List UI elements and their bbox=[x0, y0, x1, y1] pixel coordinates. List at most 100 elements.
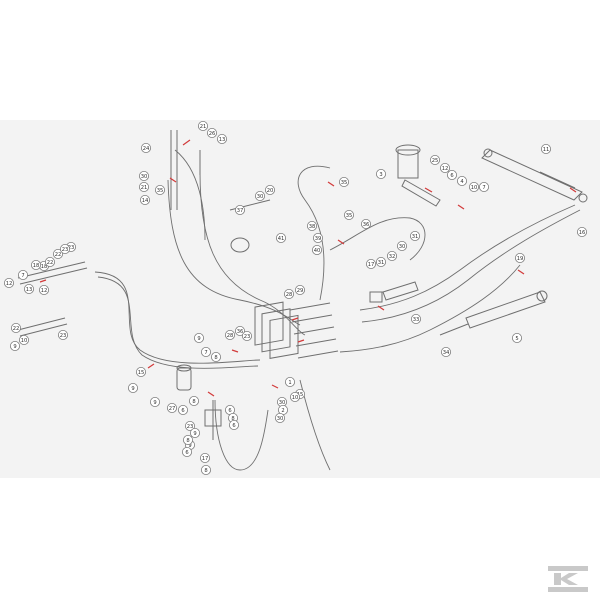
callout-number: 8 bbox=[231, 416, 234, 422]
callout-circle bbox=[410, 313, 421, 324]
callout-c10: 10 bbox=[468, 181, 479, 192]
callout-c25a: 25 bbox=[429, 154, 440, 165]
callout-number: 28 bbox=[286, 292, 293, 298]
callout-number: 7 bbox=[21, 273, 24, 279]
callout-circle bbox=[30, 259, 41, 270]
callout-circle bbox=[515, 252, 526, 263]
fitting-row-lower-left bbox=[17, 317, 68, 337]
tee-fitting bbox=[204, 400, 222, 440]
callout-number: 9 bbox=[197, 336, 200, 342]
callout-number: 23 bbox=[68, 245, 75, 251]
callout-c32: 32 bbox=[386, 250, 397, 261]
callout-c40: 40 bbox=[311, 244, 322, 255]
callout-c21b: 21 bbox=[138, 181, 149, 192]
callout-circle bbox=[17, 269, 28, 280]
callout-circle bbox=[154, 184, 165, 195]
callout-number: 35 bbox=[346, 213, 353, 219]
callout-number: 16 bbox=[579, 230, 586, 236]
callout-circle bbox=[338, 176, 349, 187]
callout-circle bbox=[294, 284, 305, 295]
callout-c20: 20 bbox=[264, 184, 275, 195]
callout-c30a: 30 bbox=[138, 170, 149, 181]
component-shapes bbox=[17, 130, 588, 440]
callout-number: 5 bbox=[515, 336, 518, 342]
callout-c8a: 8 bbox=[210, 351, 221, 362]
callout-c10c: 10 bbox=[289, 391, 300, 402]
callout-number: 18 bbox=[41, 264, 48, 270]
callout-number: 8 bbox=[192, 399, 195, 405]
hydraulic-cylinder-lower-right bbox=[439, 290, 548, 336]
callout-c31b: 31 bbox=[409, 230, 420, 241]
callout-circle bbox=[181, 446, 192, 457]
callout-circle bbox=[60, 243, 71, 254]
callout-c26: 26 bbox=[206, 127, 217, 138]
callout-number: 37 bbox=[237, 208, 244, 214]
callout-c27: 27 bbox=[166, 402, 177, 413]
small-cylinder bbox=[369, 281, 419, 303]
callout-c9a: 9 bbox=[193, 332, 204, 343]
callout-c11: 11 bbox=[541, 143, 552, 154]
callout-number: 12 bbox=[41, 288, 48, 294]
callout-c19: 19 bbox=[515, 252, 526, 263]
callout-c35b: 35 bbox=[338, 176, 349, 187]
callout-number: 40 bbox=[314, 248, 321, 254]
callout-c22b: 22 bbox=[45, 256, 56, 267]
callout-number: 6 bbox=[450, 173, 453, 179]
callout-circle bbox=[149, 396, 160, 407]
control-valve-block bbox=[254, 301, 299, 359]
callout-circle bbox=[274, 412, 285, 423]
callout-circle bbox=[241, 330, 252, 341]
callout-number: 38 bbox=[309, 224, 316, 230]
callout-circle bbox=[4, 277, 14, 288]
callout-number: 14 bbox=[142, 198, 149, 204]
callout-c9c: 9 bbox=[149, 396, 160, 407]
callout-circle bbox=[386, 250, 397, 261]
callout-c18b: 18 bbox=[30, 259, 41, 270]
callout-number: 9 bbox=[153, 400, 156, 406]
callout-c12a: 12 bbox=[439, 162, 450, 173]
callout-circle bbox=[193, 332, 204, 343]
callout-circle bbox=[200, 346, 211, 357]
callout-c6d: 6 bbox=[228, 419, 239, 430]
callout-number: 39 bbox=[315, 236, 322, 242]
callout-circle bbox=[541, 143, 552, 154]
callout-circle bbox=[234, 325, 245, 336]
callout-c9d: 9 bbox=[189, 427, 200, 438]
callout-number: 23 bbox=[62, 247, 69, 253]
callout-number: 33 bbox=[413, 317, 420, 323]
callout-number: 7 bbox=[482, 185, 485, 191]
callout-number: 27 bbox=[169, 406, 176, 412]
callout-circle bbox=[127, 382, 138, 393]
callout-c17: 17 bbox=[365, 258, 376, 269]
callout-c6b: 6 bbox=[177, 404, 188, 415]
callout-c12b: 12 bbox=[4, 277, 14, 288]
callout-c3: 3 bbox=[375, 168, 386, 179]
callout-c16: 16 bbox=[577, 226, 588, 237]
callout-number: 30 bbox=[257, 194, 264, 200]
callout-c41: 41 bbox=[275, 232, 286, 243]
callout-number: 10 bbox=[471, 185, 478, 191]
accumulator bbox=[176, 364, 192, 391]
callout-circle bbox=[139, 194, 150, 205]
callout-c13a: 13 bbox=[216, 133, 227, 144]
callout-number: 9 bbox=[193, 431, 196, 437]
hose-lines bbox=[94, 149, 581, 471]
callout-circle bbox=[140, 142, 151, 153]
callout-number: 23 bbox=[187, 424, 194, 430]
callout-number: 13 bbox=[26, 287, 33, 293]
callout-circle bbox=[409, 230, 420, 241]
callout-c22a: 22 bbox=[53, 248, 64, 259]
callout-number: 10 bbox=[21, 338, 28, 344]
callout-number: 6 bbox=[232, 423, 235, 429]
callout-circle bbox=[254, 190, 265, 201]
callout-c15b: 15 bbox=[135, 366, 146, 377]
callout-c28: 28 bbox=[283, 288, 294, 299]
callout-c37: 37 bbox=[234, 204, 245, 215]
callout-number: 7 bbox=[204, 350, 207, 356]
callout-c7b: 7 bbox=[17, 269, 28, 280]
callout-circle bbox=[343, 209, 354, 220]
callout-number: 13 bbox=[219, 137, 226, 143]
callout-number: 15 bbox=[297, 392, 304, 398]
